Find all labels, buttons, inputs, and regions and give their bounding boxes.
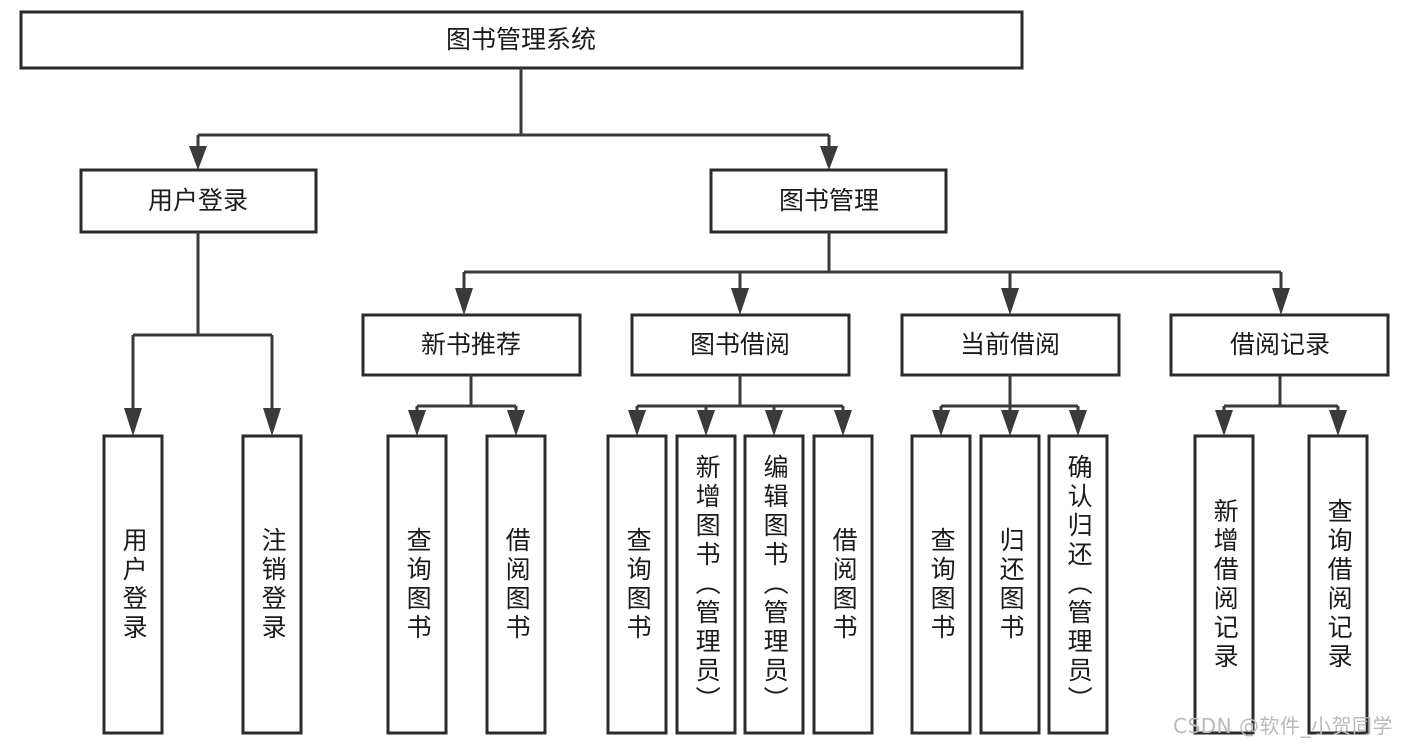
node-current-borrow-box[interactable] xyxy=(900,313,1121,377)
arrow-head-bookborrow-0 xyxy=(628,410,646,436)
watermark: CSDN @软件_小贺同学 xyxy=(1173,714,1393,738)
node-current-borrow[interactable]: 当前借阅 xyxy=(900,313,1121,377)
node-book-borrow-label: 图书借阅 xyxy=(690,330,790,359)
node-borrow-record[interactable]: 借阅记录 xyxy=(1169,313,1390,377)
node-new-book-recommend-label: 新书推荐 xyxy=(421,330,521,359)
node-user-login-label: 用户登录 xyxy=(148,186,248,215)
leaf-box-book-borrow-3[interactable] xyxy=(812,434,874,735)
arrow-head-level2-1 xyxy=(731,288,749,315)
node-book-management-box[interactable] xyxy=(709,168,948,234)
arrow-head-userlogin-1 xyxy=(263,408,281,436)
arrow-head-level2-3 xyxy=(1272,288,1290,315)
arrow-head-bookborrow-3 xyxy=(834,410,852,436)
leaf-box-borrow-record-1[interactable] xyxy=(1307,434,1369,735)
arrow-head-level2-0 xyxy=(455,288,473,315)
leaf-box-current-borrow-2[interactable] xyxy=(1047,434,1109,735)
leaf-box-new-book-0[interactable] xyxy=(386,434,448,735)
arrow-head-borrowrecord-1 xyxy=(1329,410,1347,436)
leaf-box-user-login-0[interactable] xyxy=(102,434,164,735)
node-borrow-record-label: 借阅记录 xyxy=(1230,330,1330,359)
leaf-box-book-borrow-0[interactable] xyxy=(606,434,668,735)
node-book-borrow-box[interactable] xyxy=(630,313,851,377)
node-new-book-recommend[interactable]: 新书推荐 xyxy=(361,313,582,377)
arrow-head-level1-1 xyxy=(820,146,838,170)
node-book-borrow[interactable]: 图书借阅 xyxy=(630,313,851,377)
leaf-box-current-borrow-1[interactable] xyxy=(979,434,1041,735)
arrow-head-currentborrow-1 xyxy=(1001,410,1019,436)
arrow-head-userlogin-0 xyxy=(124,408,142,436)
node-root-label: 图书管理系统 xyxy=(446,25,596,54)
node-user-login[interactable]: 用户登录 xyxy=(79,168,318,234)
arrow-head-level2-2 xyxy=(1001,288,1019,315)
node-root-box[interactable] xyxy=(19,10,1024,70)
leaf-box-user-login-1[interactable] xyxy=(241,434,303,735)
arrow-head-currentborrow-2 xyxy=(1069,410,1087,436)
arrow-head-newbook-0 xyxy=(408,410,426,436)
leaf-box-new-book-1[interactable] xyxy=(485,434,547,735)
leaf-box-book-borrow-2[interactable] xyxy=(743,434,805,735)
arrow-head-bookborrow-2 xyxy=(765,410,783,436)
node-root[interactable]: 图书管理系统 xyxy=(19,10,1024,70)
leaf-box-book-borrow-1[interactable] xyxy=(675,434,737,735)
arrow-head-newbook-1 xyxy=(507,410,525,436)
node-borrow-record-box[interactable] xyxy=(1169,313,1390,377)
node-new-book-recommend-box[interactable] xyxy=(361,313,582,377)
leaf-box-current-borrow-0[interactable] xyxy=(910,434,972,735)
arrow-head-bookborrow-1 xyxy=(697,410,715,436)
node-book-management[interactable]: 图书管理 xyxy=(709,168,948,234)
node-current-borrow-label: 当前借阅 xyxy=(960,330,1060,359)
node-book-management-label: 图书管理 xyxy=(779,186,879,215)
arrow-head-currentborrow-0 xyxy=(932,410,950,436)
arrow-head-level1-0 xyxy=(189,146,207,170)
arrow-head-borrowrecord-0 xyxy=(1215,410,1233,436)
leaf-box-borrow-record-0[interactable] xyxy=(1193,434,1255,735)
